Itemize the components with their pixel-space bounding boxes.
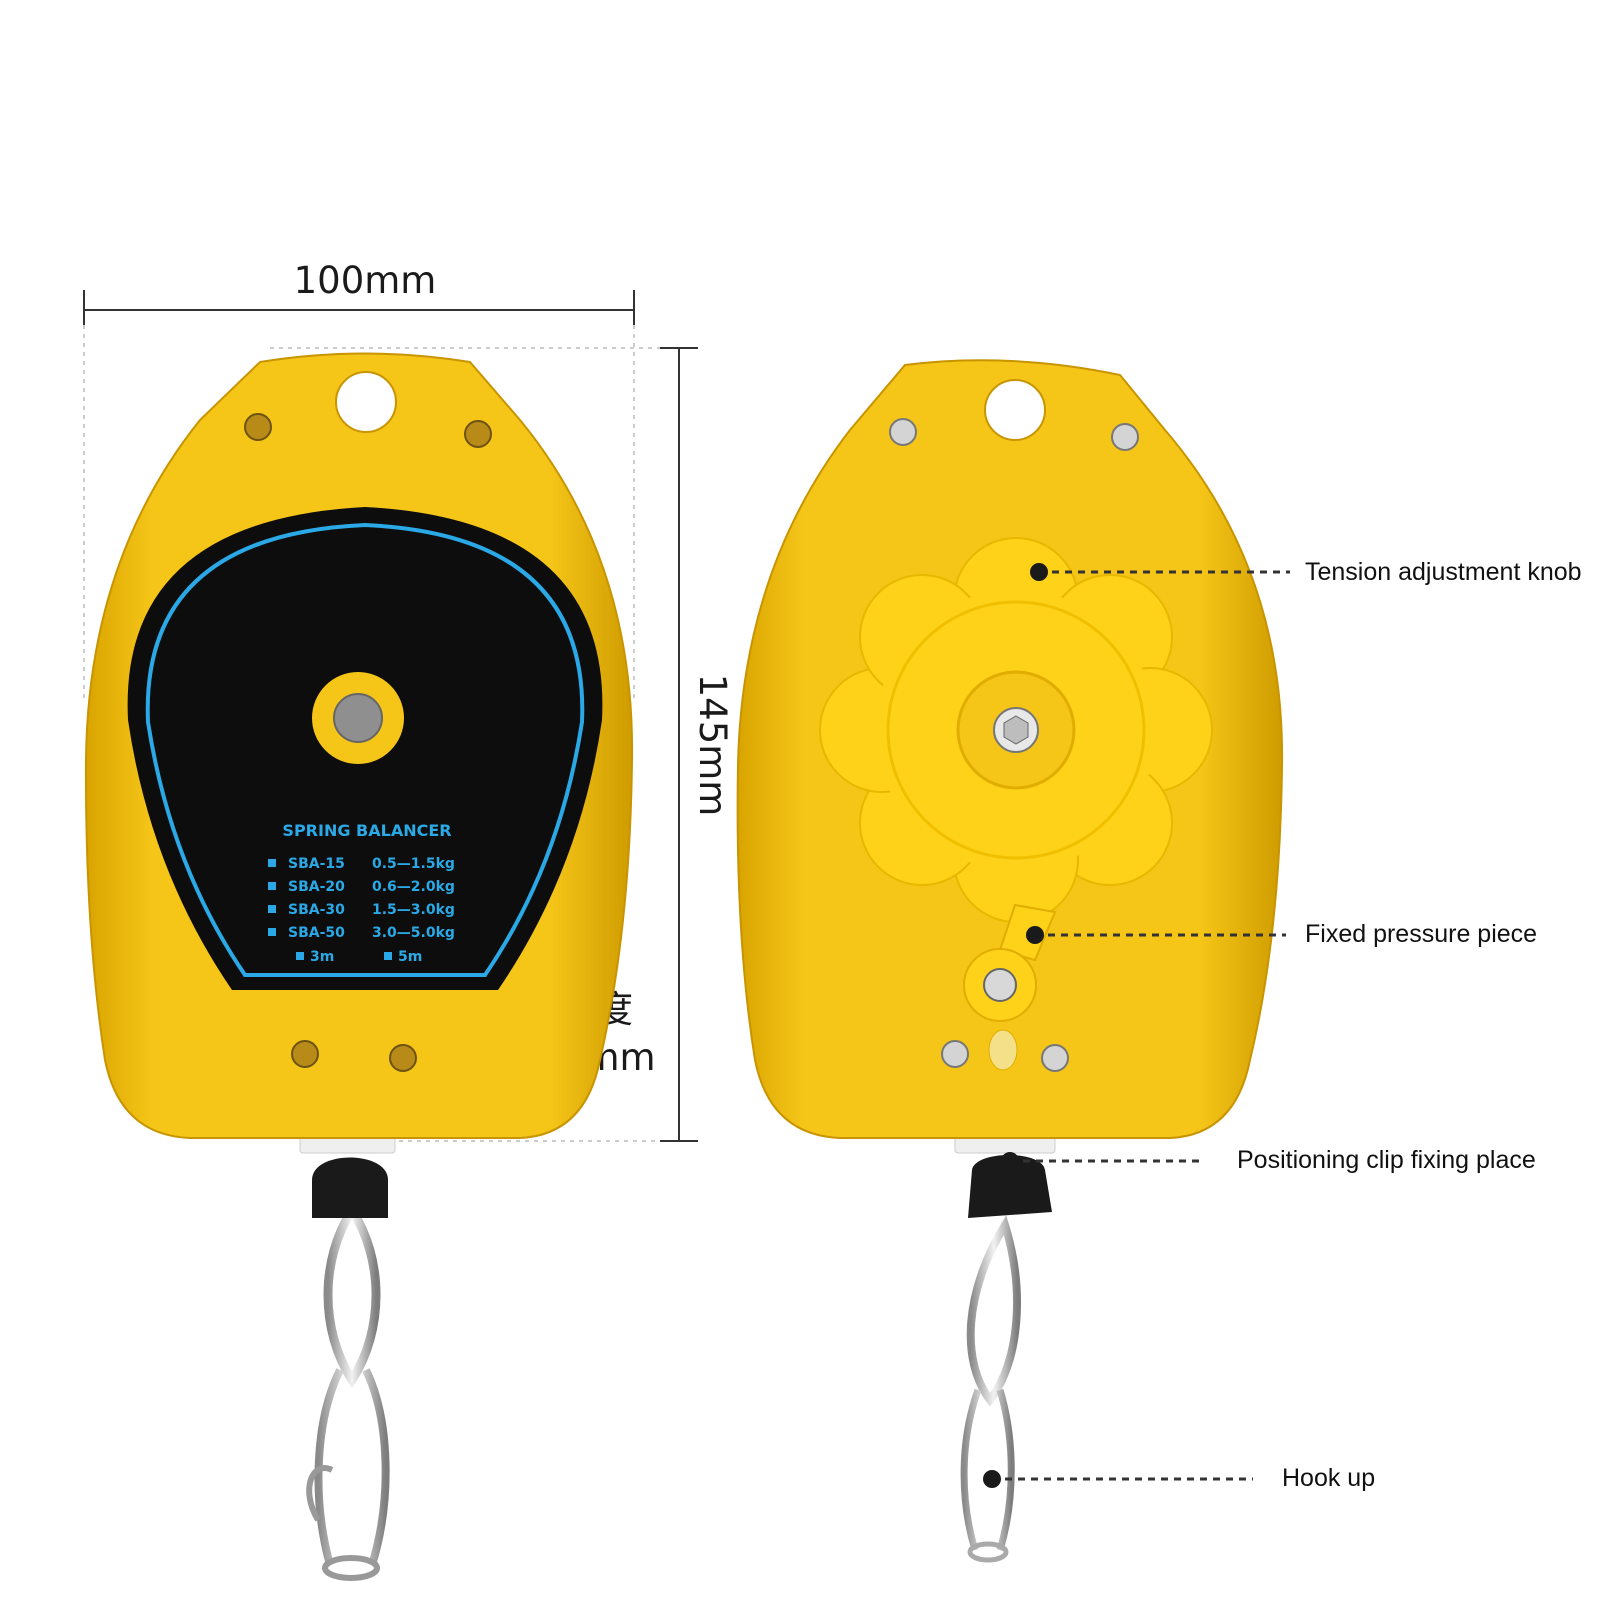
width-label: 100mm <box>294 259 437 302</box>
front-cable-stopper <box>312 1157 388 1218</box>
bullet-square <box>296 952 304 960</box>
front-label-length: 5m <box>384 949 422 965</box>
back-hook <box>960 1215 1021 1563</box>
height-dimension: 145mm <box>270 347 734 1142</box>
back-mounting-hole <box>984 379 1046 441</box>
callout: Fixed pressure piece <box>1026 920 1537 948</box>
front-center-bolt <box>333 693 383 743</box>
cable-length: 5m <box>398 949 422 965</box>
load-range: 0.6—2.0kg <box>372 879 455 895</box>
load-range: 3.0—5.0kg <box>372 925 455 941</box>
front-label-row: SBA-50 3.0—5.0kg <box>268 925 455 941</box>
bullet-square <box>268 882 276 890</box>
back-cable-stopper <box>968 1155 1052 1218</box>
callout: Tension adjustment knob <box>1030 558 1582 586</box>
back-spring-balancer <box>736 359 1284 1563</box>
callout: Hook up <box>983 1464 1375 1492</box>
front-hook <box>306 1201 390 1581</box>
model-name: SBA-20 <box>288 879 345 895</box>
front-label-row: SBA-15 0.5—1.5kg <box>268 856 455 872</box>
bullet-square <box>268 928 276 936</box>
callout-label: Fixed pressure piece <box>1305 920 1537 948</box>
callout-label: Hook up <box>1282 1464 1375 1492</box>
cable-length: 3m <box>310 949 334 965</box>
front-label-row: SBA-30 1.5—3.0kg <box>268 902 455 918</box>
fixed-pressure-piece <box>963 903 1057 1071</box>
bullet-square <box>384 952 392 960</box>
model-name: SBA-50 <box>288 925 345 941</box>
front-mounting-hole <box>335 371 397 433</box>
front-blue-border <box>145 522 585 977</box>
width-dimension: 100mm <box>83 259 635 700</box>
front-screws <box>244 413 492 1072</box>
callout-label: Tension adjustment knob <box>1305 558 1582 586</box>
bullet-square <box>268 859 276 867</box>
callout-dot <box>983 1470 1001 1488</box>
load-range: 0.5—1.5kg <box>372 856 455 872</box>
front-label-title: SPRING BALANCER <box>282 821 451 840</box>
model-name: SBA-15 <box>288 856 345 872</box>
load-range: 1.5—3.0kg <box>372 902 455 918</box>
callout-dot <box>1001 1152 1019 1170</box>
callout-dot <box>1026 926 1044 944</box>
callout: Positioning clip fixing place <box>1001 1146 1536 1174</box>
model-name: SBA-30 <box>288 902 345 918</box>
front-label-row: SBA-20 0.6—2.0kg <box>268 879 455 895</box>
bullet-square <box>268 905 276 913</box>
back-screws <box>889 418 1139 1072</box>
callout-dot <box>1030 563 1048 581</box>
callout-label: Positioning clip fixing place <box>1237 1146 1536 1174</box>
height-label: 145mm <box>691 674 734 817</box>
tension-adjustment-knob <box>819 537 1213 923</box>
front-label-length: 3m <box>296 949 334 965</box>
